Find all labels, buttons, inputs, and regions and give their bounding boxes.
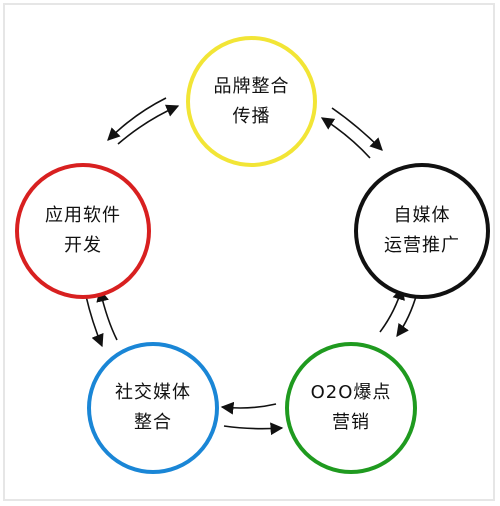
arrow-social-to-app (96, 288, 118, 341)
app-development-node: 应用软件 开发 (15, 163, 151, 299)
app-node-label-line2: 开发 (64, 235, 102, 256)
brand-integration-node: 品牌整合 传播 (186, 36, 317, 167)
o2o-marketing-node: O2O爆点 营销 (285, 342, 417, 474)
arrow-social-to-o2o (223, 422, 284, 436)
arrow-brand-to-media (331, 107, 383, 151)
self-media-node: 自媒体 运营推广 (354, 163, 490, 299)
media-node-label-line1: 自媒体 (393, 205, 451, 226)
brand-node-label-line2: 传播 (232, 105, 271, 127)
arrow-app-to-brand (117, 104, 180, 145)
o2o-node-label-line1: O2O爆点 (310, 382, 392, 403)
app-node-label-line1: 应用软件 (45, 205, 121, 226)
brand-node-label-line1: 品牌整合 (213, 75, 290, 97)
arrow-app-to-social (85, 295, 104, 348)
o2o-node-label-line2: 营销 (332, 412, 370, 433)
social-node-label-line1: 社交媒体 (115, 382, 191, 403)
arrow-brand-to-app (107, 97, 167, 141)
arrow-media-to-brand (320, 117, 371, 159)
image-border-frame (3, 3, 495, 501)
social-node-label-line2: 整合 (134, 412, 172, 433)
arrow-o2o-to-social (220, 401, 277, 415)
media-node-label-line2: 运营推广 (384, 235, 460, 256)
social-media-node: 社交媒体 整合 (87, 342, 219, 474)
arrow-media-to-o2o (396, 292, 418, 338)
